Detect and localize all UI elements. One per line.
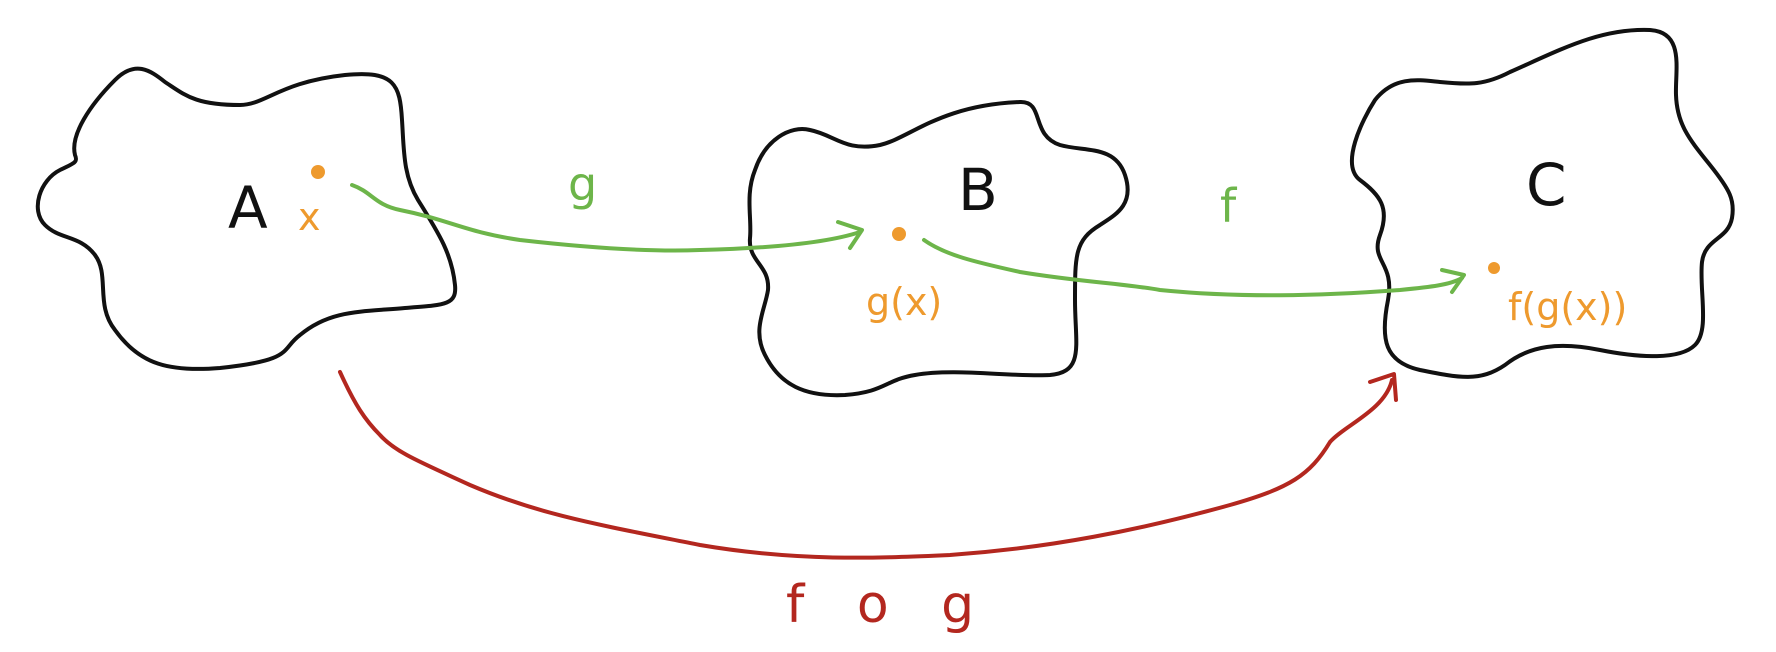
set-a-label: A (228, 174, 268, 242)
element-x-label: x (298, 195, 321, 239)
arrow-g (350, 183, 862, 253)
arrow-composite-head (1368, 372, 1398, 402)
point-fgx (1488, 262, 1500, 274)
arrow-g-head (836, 220, 864, 250)
set-c-blob (1349, 27, 1735, 379)
set-c-label: C (1526, 151, 1567, 219)
arrow-f-head (1440, 268, 1466, 294)
arrow-f (922, 238, 1464, 298)
element-fgx-label: f(g(x)) (1508, 285, 1627, 329)
point-gx (892, 227, 906, 241)
set-a-blob (35, 66, 458, 372)
map-g-label: g (568, 157, 597, 211)
element-gx-label: g(x) (866, 280, 942, 324)
set-b-blob (747, 99, 1130, 398)
map-composite-label: f o g (786, 575, 992, 635)
arrow-composite (338, 370, 1394, 560)
set-b-label: B (958, 156, 998, 224)
map-f-label: f (1220, 179, 1238, 233)
point-x (311, 165, 325, 179)
